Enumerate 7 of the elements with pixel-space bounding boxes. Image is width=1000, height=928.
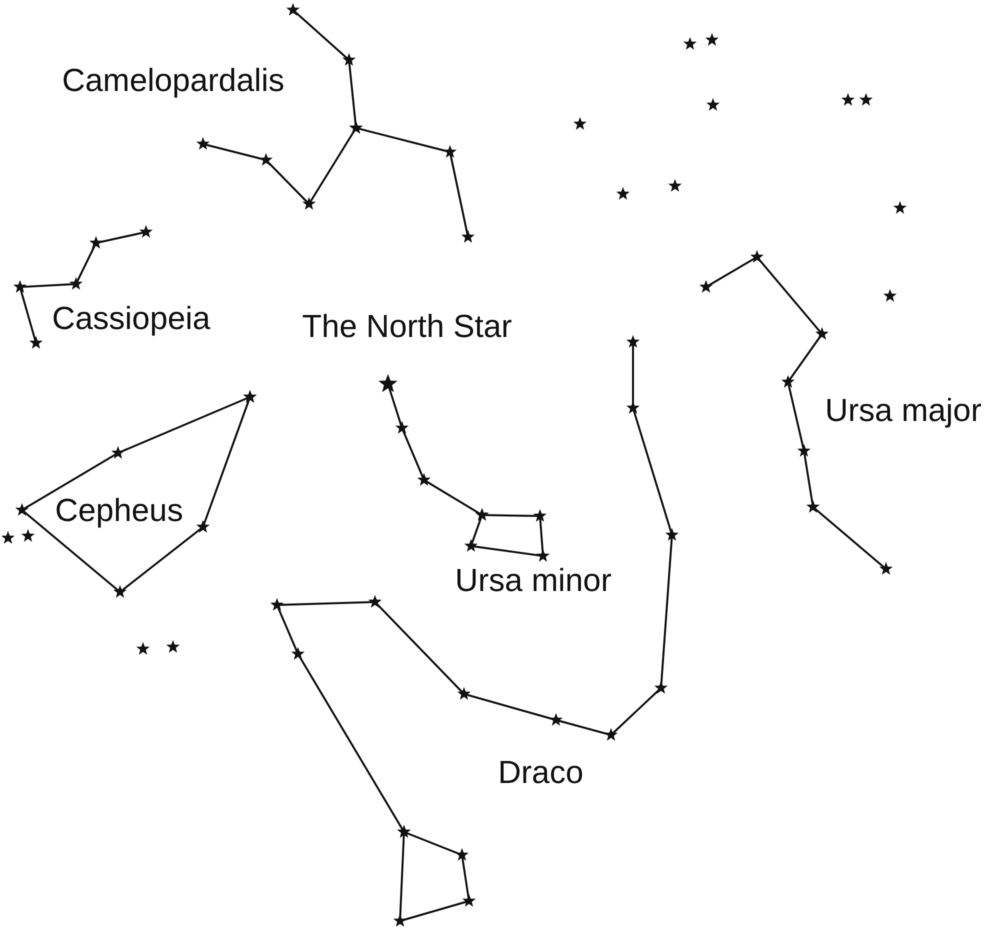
constellation-label: Camelopardalis	[62, 61, 284, 100]
constellation-label: Cepheus	[55, 491, 184, 530]
constellation-label: Cassiopeia	[52, 299, 210, 338]
constellation-label: Ursa minor	[455, 561, 612, 600]
star-label: The North Star	[301, 307, 513, 346]
constellation-label: Ursa major	[825, 391, 982, 430]
constellation-label: Draco	[498, 753, 584, 792]
